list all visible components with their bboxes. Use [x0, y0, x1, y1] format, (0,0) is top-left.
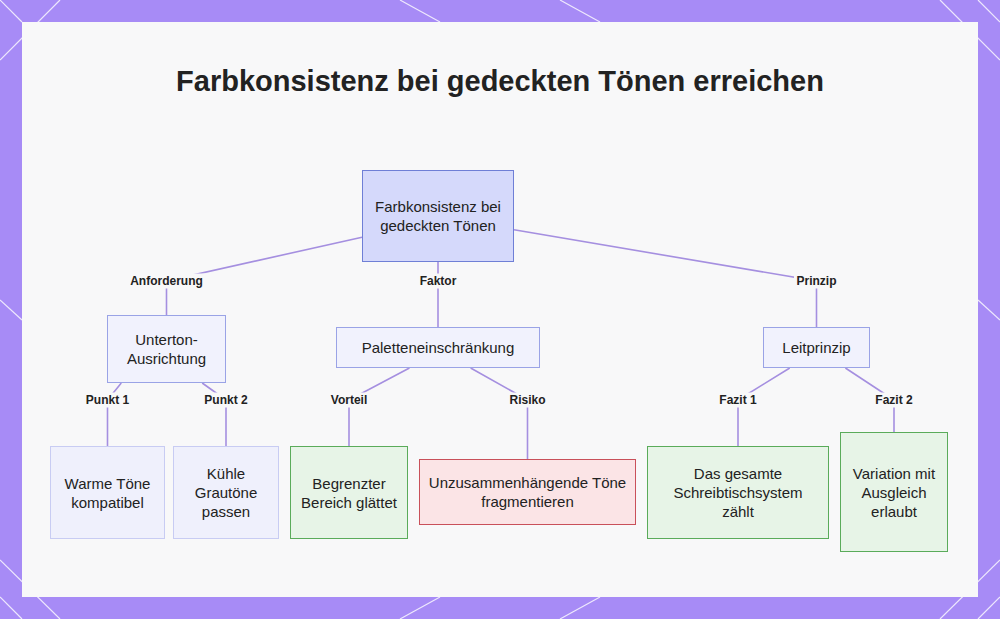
node-text: Farbkonsistenz bei gedeckten Tönen: [371, 197, 505, 235]
node-text: Paletteneinschränkung: [362, 338, 515, 357]
node-text: Leitprinzip: [782, 338, 850, 357]
category-box: Unterton-Ausrichtung: [107, 315, 226, 383]
node-text: Unterton-Ausrichtung: [116, 330, 217, 368]
node-text: Begrenzter Bereich glättet: [299, 474, 399, 512]
node-text: Das gesamte Schreibtischsystem zählt: [656, 464, 820, 521]
edge-label: Anforderung: [127, 274, 206, 289]
connector-line: [514, 230, 817, 327]
advantage-box: Begrenzter Bereich glättet: [290, 446, 408, 539]
edge-label: Faktor: [417, 274, 460, 289]
conclusion-box: Das gesamte Schreibtischsystem zählt: [647, 446, 829, 539]
edge-label: Punkt 2: [201, 393, 250, 408]
edge-label: Punkt 1: [83, 393, 132, 408]
edge-label: Vorteil: [328, 393, 370, 408]
node-text: Warme Töne kompatibel: [59, 474, 156, 512]
edge-label: Risiko: [506, 393, 548, 408]
category-box: Paletteneinschränkung: [336, 327, 540, 368]
connector-line: [437, 262, 439, 327]
connector-line: [471, 368, 528, 459]
edge-label: Prinzip: [793, 274, 839, 289]
point-box: Warme Töne kompatibel: [50, 446, 165, 539]
diagram-title: Farbkonsistenz bei gedeckten Tönen errei…: [150, 62, 850, 100]
risk-box: Unzusammenhängende Töne fragmentieren: [419, 459, 636, 525]
point-box: Kühle Grautöne passen: [173, 446, 279, 539]
node-text: Unzusammenhängende Töne fragmentieren: [428, 473, 627, 511]
node-text: Variation mit Ausgleich erlaubt: [849, 464, 939, 521]
root-box: Farbkonsistenz bei gedeckten Tönen: [362, 170, 514, 262]
node-text: Kühle Grautöne passen: [182, 464, 270, 521]
edge-label: Fazit 1: [716, 393, 759, 408]
conclusion-box: Variation mit Ausgleich erlaubt: [840, 432, 948, 552]
edge-label: Fazit 2: [872, 393, 915, 408]
category-box: Leitprinzip: [763, 327, 870, 368]
